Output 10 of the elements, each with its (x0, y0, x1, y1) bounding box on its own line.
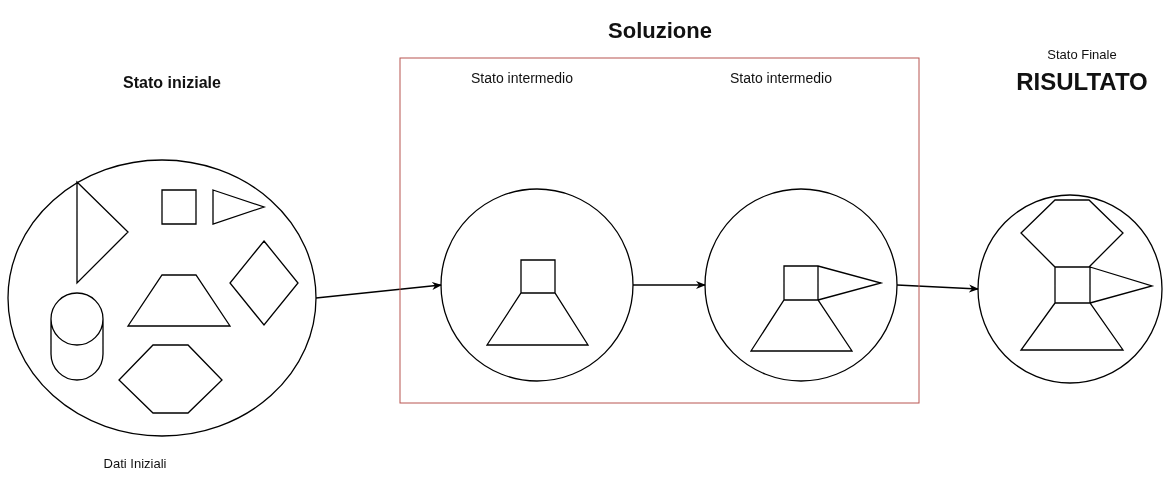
heading: Stato iniziale (123, 74, 221, 92)
arrow (315, 281, 442, 299)
arrow (896, 284, 979, 293)
state-label: Stato intermedio (730, 70, 832, 86)
state-label: Stato intermedio (471, 70, 573, 86)
state-label: Dati Iniziali (103, 456, 167, 471)
arrow (632, 281, 706, 289)
heading: Soluzione (608, 18, 712, 44)
state-label: Stato Finale (1047, 47, 1117, 62)
result-heading: RISULTATO (1016, 68, 1148, 96)
